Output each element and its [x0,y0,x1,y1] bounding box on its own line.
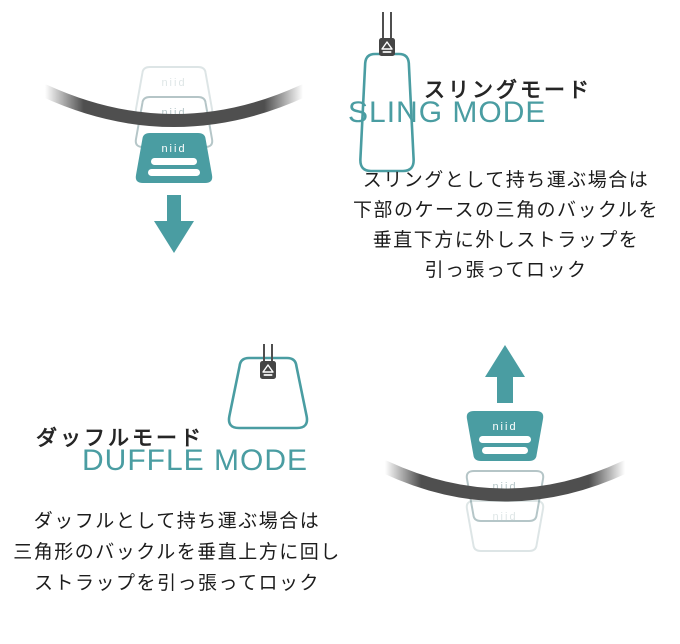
description-line: 垂直下方に外しストラップを [372,230,640,251]
strap-slot [482,447,528,454]
buckle: niid [135,133,213,183]
shoulder-strap [38,84,310,127]
down-arrow-icon [154,195,194,253]
niid-logo: niid [492,421,517,433]
duffle-strap-buckle-illustration: niid niid niid [378,345,632,552]
niid-logo: niid [161,143,186,155]
buckle: niid [466,411,544,461]
duffle-description: ダッフルとして持ち運ぶ場合は 三角形のバックルを垂直上方に回し ストラップを引っ… [4,506,350,599]
niid-logo: niid [492,511,517,523]
strap-buckle-icon [260,361,276,379]
strap-slot [148,169,200,176]
duffle-title-en: DUFFLE MODE [82,444,309,477]
sling-bag-icon [359,12,415,173]
up-arrow-icon [485,345,525,403]
description-line: ストラップを引っ張ってロック [33,573,321,594]
description-line: 引っ張ってロック [424,260,588,281]
strap-slot [479,436,531,443]
shoulder-strap [378,460,632,502]
description-line: スリングとして持ち運ぶ場合は [362,170,650,191]
duffle-title-jp: ダッフルモード [36,427,204,450]
bag-outline [359,52,415,173]
strap-buckle-icon [379,38,395,56]
ghost-buckle-bottom: niid [465,500,545,552]
sling-title-en: SLING MODE [348,96,547,129]
description-line: 三角形のバックルを垂直上方に回し [13,542,341,563]
sling-title-jp: スリングモード [424,79,592,102]
description-line: ダッフルとして持ち運ぶ場合は [33,511,321,532]
niid-logo: niid [161,77,186,89]
strap-line [263,344,273,362]
description-line: 下部のケースの三角のバックルを [353,200,659,221]
duffle-bag-icon [227,344,309,430]
bag-outline [227,356,309,430]
strap-slot [151,158,197,165]
sling-strap-buckle-illustration: niid niid niid [38,66,310,253]
sling-description: スリングとして持ち運ぶ場合は 下部のケースの三角のバックルを 垂直下方に外しスト… [336,166,676,286]
strap-line [382,12,392,39]
